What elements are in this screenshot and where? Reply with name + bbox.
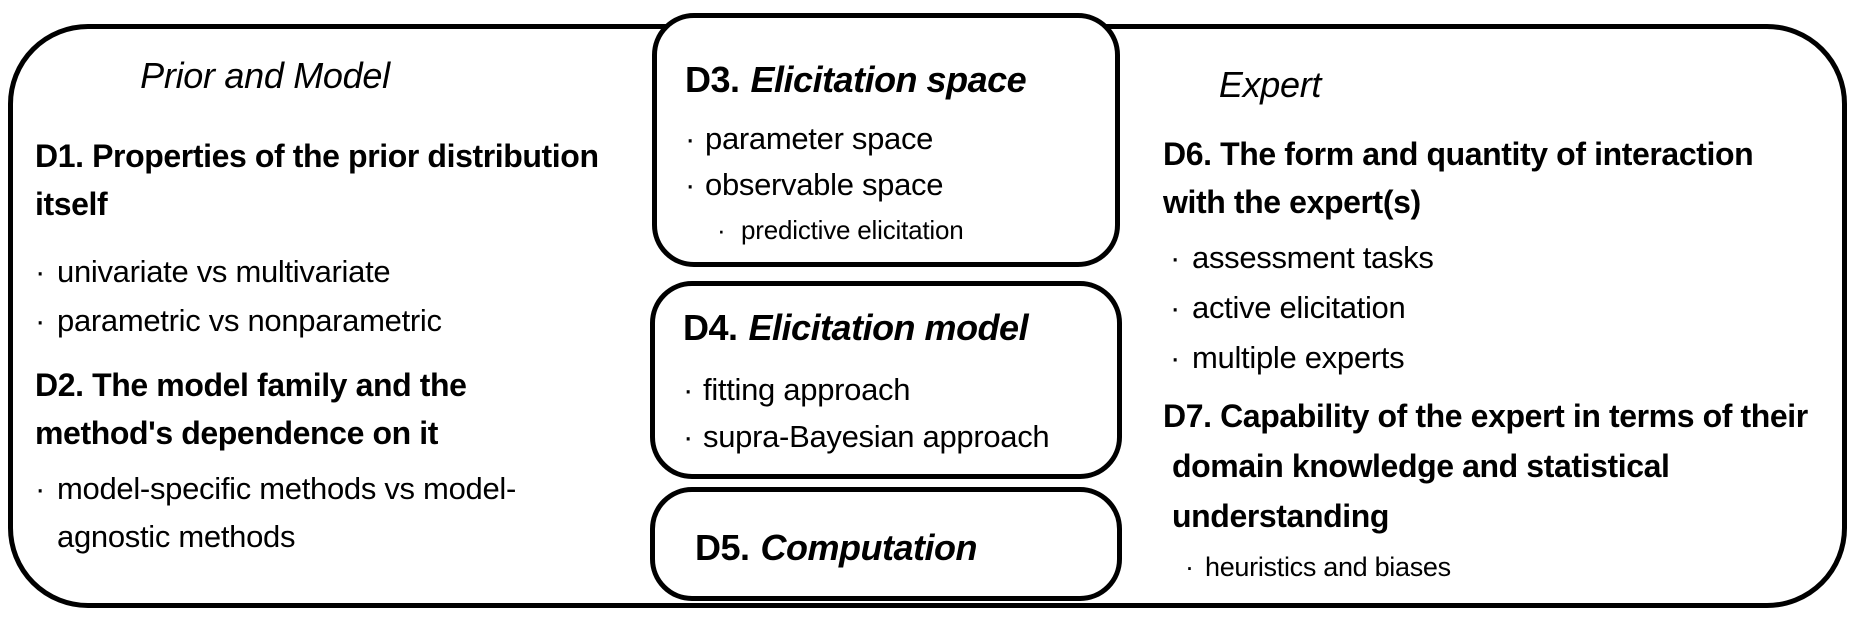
bullet-dot: ·: [685, 121, 696, 156]
list-item: · supra-Bayesian approach: [683, 413, 1117, 460]
d5-title-name: Computation: [760, 527, 978, 568]
d2-heading: D2. The model family and the method's de…: [35, 367, 467, 451]
bullet-dot: ·: [1170, 240, 1181, 275]
list-item: · fitting approach: [683, 366, 1117, 413]
d5-title: D5.Computation: [695, 526, 978, 570]
bullet-dot: ·: [717, 215, 726, 245]
list-item-label: parametric vs nonparametric: [57, 303, 442, 338]
bullet-dot: ·: [1185, 552, 1194, 582]
d2-bullet-list: · model-specific methods vs model-agnost…: [35, 465, 595, 561]
list-item: · model-specific methods vs model-agnost…: [35, 465, 595, 561]
list-item-label: assessment tasks: [1192, 240, 1434, 275]
bullet-dot: ·: [1170, 290, 1181, 325]
d3-title-name: Elicitation space: [750, 59, 1027, 100]
d6-bullet-list: · assessment tasks · active elicitation …: [1170, 233, 1810, 383]
d1-heading: D1. Properties of the prior distribution…: [35, 138, 599, 222]
list-item: · multiple experts: [1170, 333, 1810, 383]
d4-title-prefix: D4.: [683, 307, 738, 348]
list-item-label: univariate vs multivariate: [57, 254, 391, 289]
list-item: · assessment tasks: [1170, 233, 1810, 283]
list-item: · observable space: [685, 162, 1115, 208]
sub-list-item: · predictive elicitation: [717, 208, 1115, 252]
list-item-label: heuristics and biases: [1205, 552, 1451, 582]
bullet-dot: ·: [35, 254, 46, 289]
list-item: · univariate vs multivariate: [35, 247, 595, 296]
bullet-dot: ·: [35, 471, 46, 506]
d3-box: D3.Elicitation space · parameter space ·…: [652, 13, 1120, 267]
d3-bullet-list: · parameter space · observable space · p…: [685, 116, 1115, 252]
bullet-dot: ·: [683, 419, 694, 454]
list-item: · parameter space: [685, 116, 1115, 162]
list-item-label: multiple experts: [1192, 340, 1405, 375]
prior-and-model-header: Prior and Model: [140, 55, 390, 96]
list-item-label: fitting approach: [703, 372, 911, 407]
d6-heading: D6. The form and quantity of interaction…: [1163, 136, 1754, 220]
d1-bullet-list: · univariate vs multivariate · parametri…: [35, 247, 595, 345]
d4-box: D4.Elicitation model · fitting approach …: [650, 281, 1122, 479]
list-item: · heuristics and biases: [1185, 553, 1805, 581]
d3-title: D3.Elicitation space: [685, 58, 1115, 102]
expert-header: Expert: [1218, 64, 1322, 105]
d7-bullet-list: · heuristics and biases: [1185, 553, 1805, 581]
list-item-label: observable space: [705, 167, 944, 202]
list-item-label: active elicitation: [1192, 290, 1406, 325]
list-item: · parametric vs nonparametric: [35, 296, 595, 345]
bullet-dot: ·: [35, 303, 46, 338]
list-item: · active elicitation: [1170, 283, 1810, 333]
list-item-label: supra-Bayesian approach: [703, 419, 1050, 454]
d4-bullet-list: · fitting approach · supra-Bayesian appr…: [683, 366, 1117, 460]
bullet-dot: ·: [1170, 340, 1181, 375]
list-item-label: parameter space: [705, 121, 934, 156]
d4-title: D4.Elicitation model: [683, 306, 1117, 350]
bullet-dot: ·: [685, 167, 696, 202]
d3-title-prefix: D3.: [685, 59, 740, 100]
d5-title-prefix: D5.: [695, 527, 750, 568]
bullet-dot: ·: [683, 372, 694, 407]
list-item-label: model-specific methods vs model-agnostic…: [57, 471, 517, 554]
list-item-label: predictive elicitation: [741, 215, 964, 245]
d4-title-name: Elicitation model: [748, 307, 1029, 348]
d5-box: D5.Computation: [650, 487, 1122, 601]
d7-heading: D7. Capability of the expert in terms of…: [1163, 398, 1808, 534]
